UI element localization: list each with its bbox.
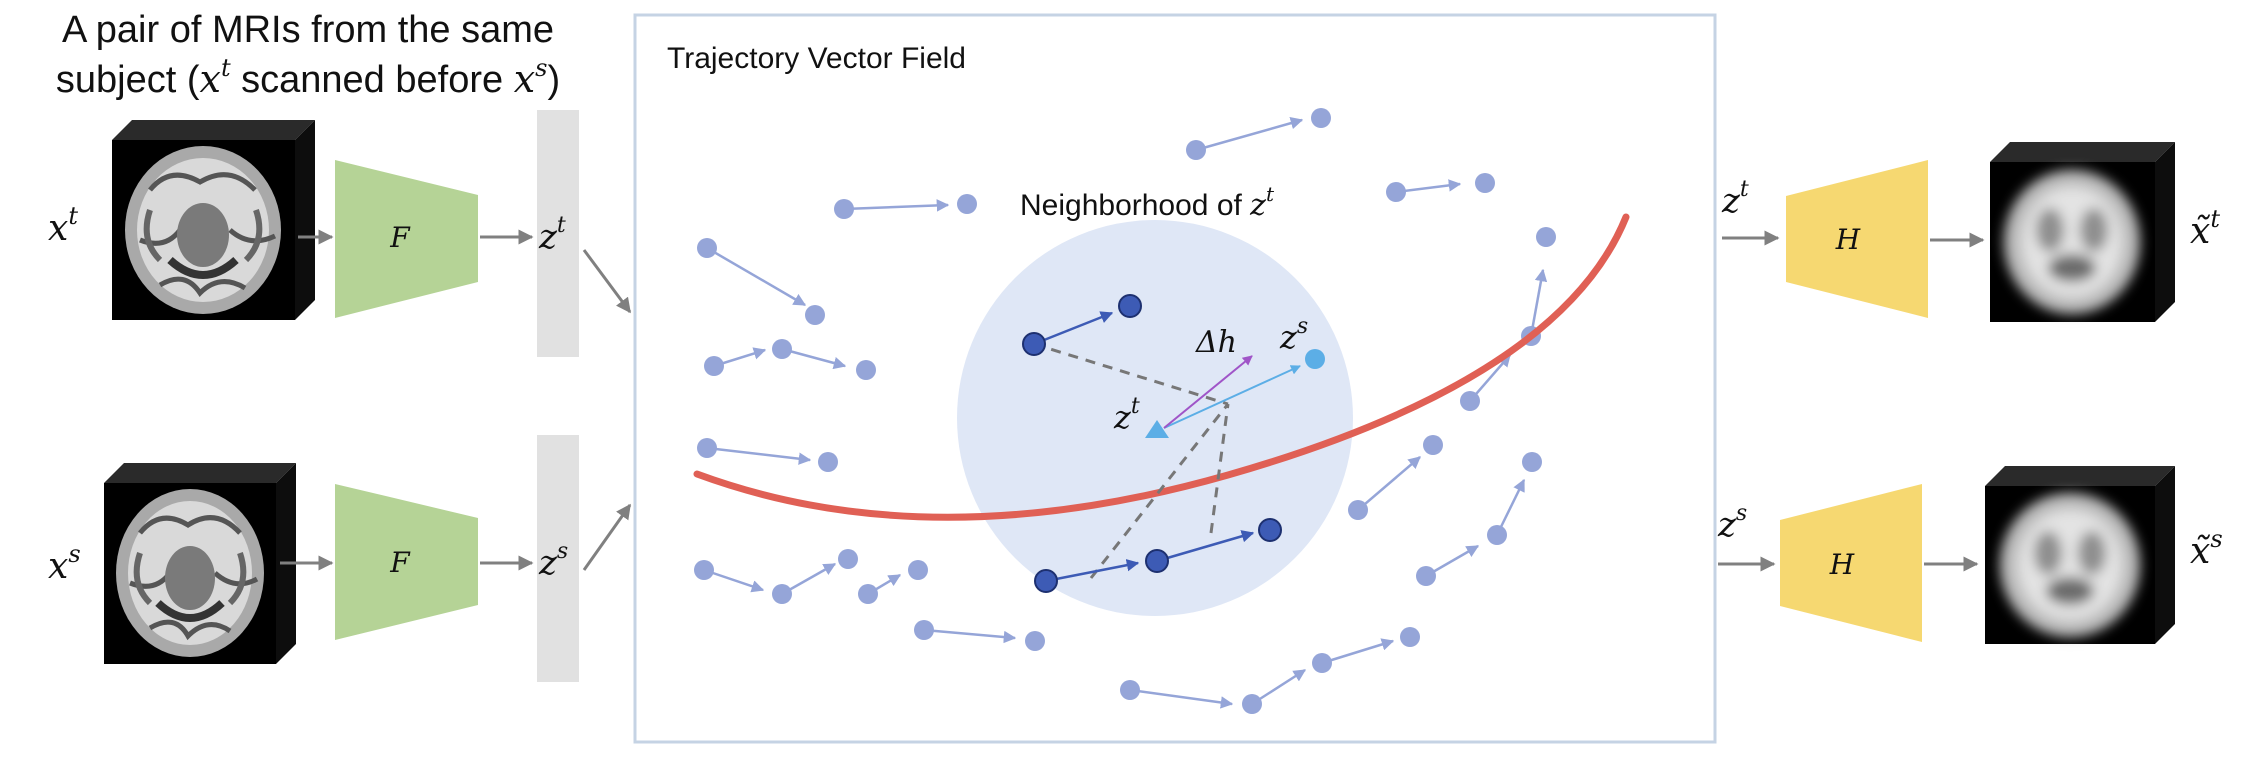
encoder-top-label: F <box>389 221 411 254</box>
brain-image-sharp-bottom <box>116 489 264 657</box>
arrow-latent-to-field-top <box>582 249 632 314</box>
brain-image-blurred-bottom <box>2000 493 2140 637</box>
decoder-input-label-zt: zt <box>1721 177 1749 221</box>
encoder-bottom <box>335 484 478 640</box>
decoder-input-label-zs: zs <box>1717 501 1747 545</box>
neighborhood-circle <box>957 220 1353 616</box>
latent-label-zt: zt <box>538 213 566 257</box>
output-mri-top <box>1990 142 2175 322</box>
input-label-xs: xs <box>48 540 81 587</box>
latent-bar-bottom <box>537 435 579 682</box>
output-label-xt: x̃t <box>2190 205 2220 252</box>
header-line-2: subject (xt scanned before xs) <box>56 54 560 101</box>
decoder-top-label: H <box>1835 223 1861 256</box>
decoder-top <box>1786 160 1928 318</box>
zs-point-label: zs <box>1279 314 1308 356</box>
header-var-xt: x <box>200 57 221 101</box>
zt-marker <box>1145 420 1169 438</box>
encoder-top <box>335 160 478 318</box>
arrow-latent-to-field-bottom <box>582 503 632 571</box>
latent-bar-top <box>537 110 579 357</box>
brain-image-sharp-top <box>125 146 281 314</box>
delta-h-label: Δh <box>1195 325 1237 360</box>
trajectory-curve <box>693 213 1630 521</box>
decoder-bottom-label: H <box>1829 548 1855 581</box>
decoder-bottom <box>1780 484 1922 642</box>
input-label-xt: xt <box>48 202 78 249</box>
output-mri-bottom <box>1985 466 2175 644</box>
header-var-xs-sup: s <box>535 54 547 82</box>
brain-image-blurred-top <box>2004 170 2140 314</box>
delta-h-arrow <box>1163 355 1253 429</box>
header-line-1: A pair of MRIs from the same <box>62 9 554 51</box>
vector-field-arrows <box>694 108 1556 714</box>
output-label-xs: x̃s <box>2190 525 2223 572</box>
header-line-2-suffix: ) <box>547 59 560 101</box>
latent-label-zs: zs <box>538 539 568 583</box>
zt-to-zs-arrow <box>1163 365 1301 429</box>
neighbor-vectors <box>1022 294 1282 593</box>
neighbor-dashed-links <box>1033 342 1230 579</box>
header-line-2-middle: scanned before <box>231 59 514 101</box>
neighborhood-label: Neighborhood of zt <box>1020 182 1275 223</box>
encoder-bottom-label: F <box>389 546 411 579</box>
header-line-2-prefix: subject ( <box>56 59 200 101</box>
input-mri-top <box>112 120 315 320</box>
trajectory-field-title: Trajectory Vector Field <box>667 42 966 75</box>
header-var-xt-sup: t <box>221 54 231 82</box>
header-var-xs: x <box>514 57 535 101</box>
zt-point-label: zt <box>1113 394 1140 436</box>
zs-marker <box>1305 349 1325 369</box>
input-mri-bottom <box>104 463 296 664</box>
